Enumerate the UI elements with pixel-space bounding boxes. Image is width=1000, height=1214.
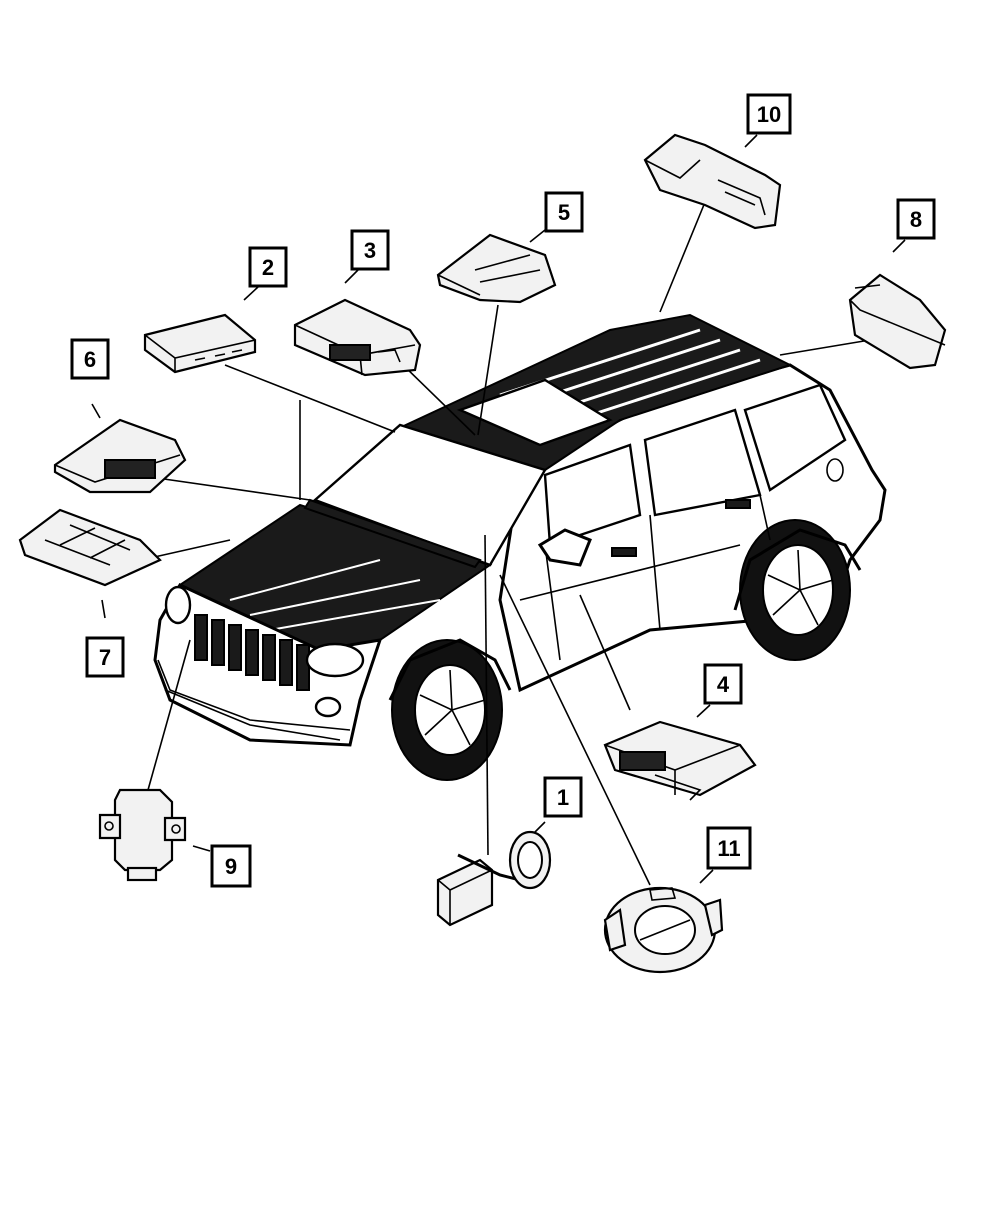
callout-9-label: 9 [225,854,237,879]
callout-9: 9 [210,844,252,888]
callout-8: 8 [896,198,936,240]
part-7-tray [18,508,162,587]
callout-8-label: 8 [910,207,922,232]
callout-2: 2 [248,246,288,288]
callout-3-label: 3 [364,238,376,263]
part-6-module [53,418,187,494]
callout-5-label: 5 [558,200,570,225]
part-5-bracket [436,233,557,304]
part-10-module [643,133,782,230]
callout-1: 1 [543,776,583,818]
callout-2-label: 2 [262,255,274,280]
part-11-clockspring [603,886,724,974]
callout-4: 4 [703,663,743,705]
callout-6-label: 6 [84,347,96,372]
part-4-module [603,720,757,801]
callout-4-label: 4 [717,672,730,697]
callout-1-label: 1 [557,785,569,810]
callout-3: 3 [350,229,390,271]
vehicle-illustration [153,313,887,781]
grille [194,614,310,691]
part-9-sensor [98,788,187,882]
callout-11-label: 11 [717,836,740,861]
callout-10-label: 10 [757,102,781,127]
part-1-sensor-module [436,830,552,927]
leader-lines [91,134,906,886]
part-2-module [143,313,257,374]
callout-5: 5 [544,191,584,233]
callout-7-label: 7 [99,645,111,670]
callout-7: 7 [85,636,125,678]
callout-6: 6 [70,338,110,380]
part-3-module [293,298,422,377]
callout-11: 11 [706,826,752,870]
part-8-module [848,273,947,370]
callout-10: 10 [746,93,792,135]
